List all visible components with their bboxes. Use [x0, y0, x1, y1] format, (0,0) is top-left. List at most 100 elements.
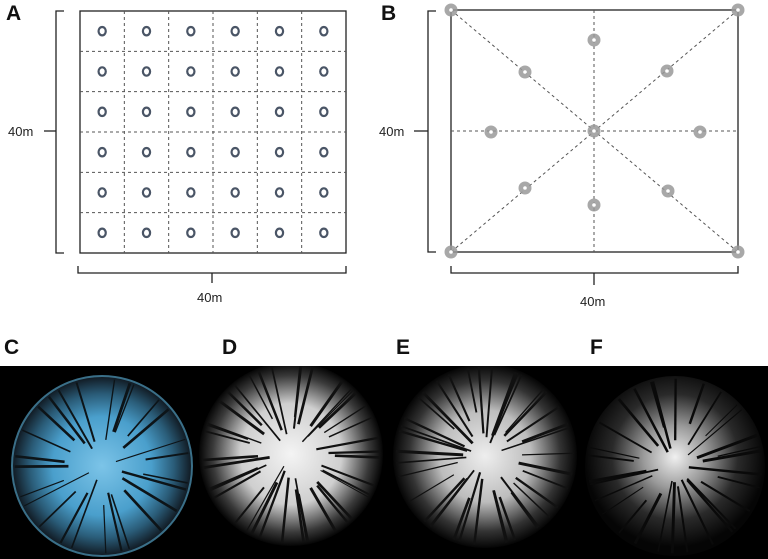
tree-trunk — [485, 366, 494, 438]
ring-marker-icon — [141, 187, 152, 198]
tree-trunk — [323, 405, 367, 434]
tree-trunk — [503, 390, 548, 437]
tree-trunk — [676, 486, 689, 553]
tree-trunk — [458, 472, 482, 542]
tree-trunk — [700, 480, 751, 513]
tree-trunk — [513, 482, 551, 518]
tree-trunk — [245, 465, 285, 532]
tree-trunk — [696, 433, 758, 460]
tree-trunk — [417, 396, 455, 430]
tree-trunk — [204, 430, 250, 444]
tree-trunk — [521, 422, 569, 443]
tree-trunk — [447, 374, 471, 422]
tree-trunk — [429, 477, 469, 528]
tree-trunk — [686, 477, 737, 530]
panel-a-grid — [80, 11, 346, 253]
tree-trunk — [505, 388, 545, 433]
tree-trunk — [670, 482, 676, 554]
tree-trunk — [47, 395, 86, 445]
ring-marker-icon — [230, 25, 240, 37]
panel-a-markers — [97, 25, 329, 239]
tree-trunk — [37, 405, 76, 442]
tree-trunk — [316, 481, 354, 521]
tree-trunk — [218, 399, 265, 436]
tree-trunk — [70, 479, 98, 549]
marker-center — [736, 8, 740, 12]
tree-trunk — [617, 398, 660, 447]
marker-center — [666, 189, 670, 193]
ring-marker-icon — [274, 106, 285, 118]
tree-trunk — [466, 368, 478, 413]
ring-marker-icon — [274, 227, 285, 239]
ring-marker-icon — [141, 106, 152, 118]
tree-trunk — [491, 371, 517, 437]
panel-label-e: E — [396, 336, 411, 359]
tree-trunk — [20, 479, 65, 498]
marker-center — [736, 250, 740, 254]
tree-trunk — [334, 454, 381, 459]
tree-trunk — [680, 479, 714, 546]
tree-trunk — [201, 454, 259, 462]
ring-marker-icon — [186, 106, 196, 118]
ring-marker-icon — [274, 66, 285, 77]
tree-trunk — [105, 379, 116, 440]
tree-trunk — [123, 489, 163, 532]
tree-trunk — [209, 464, 267, 492]
ring-marker-icon — [230, 227, 240, 239]
marker-center — [523, 70, 527, 74]
marker-center — [449, 8, 453, 12]
panel-b-height-bracket — [414, 10, 436, 253]
tree-trunk — [403, 417, 466, 448]
tree-trunk — [307, 389, 354, 437]
tree-trunk — [309, 380, 344, 427]
tree-trunk — [589, 468, 659, 486]
tree-trunk — [423, 477, 466, 523]
tree-trunk — [688, 383, 705, 425]
tree-trunk — [598, 421, 653, 454]
tree-trunk — [57, 389, 93, 450]
panel-a-height-label: 40m — [8, 124, 34, 139]
tree-trunk — [506, 405, 560, 443]
tree-trunk — [316, 436, 379, 451]
tree-trunk — [316, 484, 349, 524]
tree-trunk — [522, 452, 575, 456]
tree-trunk — [518, 461, 573, 476]
tree-trunk — [233, 384, 281, 442]
marker-center — [665, 69, 669, 73]
ring-marker-icon — [186, 146, 196, 158]
tree-trunk — [301, 388, 353, 443]
tree-trunk — [226, 390, 263, 427]
marker-center — [698, 130, 702, 134]
ring-marker-icon — [274, 146, 285, 158]
tree-trunk — [145, 452, 189, 461]
ring-marker-icon — [319, 66, 329, 77]
panel-label-c: C — [4, 336, 20, 359]
ring-marker-icon — [97, 146, 107, 158]
tree-trunk — [399, 429, 468, 452]
tree-trunk — [309, 487, 337, 532]
panel-b-height-label: 40m — [379, 124, 405, 139]
tree-trunk — [270, 366, 288, 435]
tree-trunk — [234, 486, 265, 524]
tree-trunk — [206, 423, 249, 440]
tree-trunk — [328, 416, 373, 438]
tree-trunk — [212, 470, 262, 500]
panel-label-a: A — [6, 2, 22, 25]
ring-marker-icon — [141, 146, 152, 158]
tree-trunk — [107, 492, 123, 552]
panel-a-plot-diagram — [44, 10, 347, 283]
ring-marker-icon — [319, 227, 329, 239]
tree-trunk — [110, 494, 131, 550]
tree-trunk — [687, 409, 743, 456]
tree-trunk — [717, 476, 760, 489]
ring-marker-icon — [274, 25, 285, 37]
tree-trunk — [522, 469, 569, 490]
ring-marker-icon — [186, 25, 196, 37]
tree-trunk — [143, 473, 188, 484]
hemispherical-photo-d — [199, 366, 383, 546]
ring-marker-icon — [319, 146, 329, 158]
tree-trunk — [321, 464, 375, 487]
tree-trunk — [686, 479, 734, 533]
ring-marker-icon — [141, 66, 152, 77]
tree-trunk — [297, 367, 314, 425]
